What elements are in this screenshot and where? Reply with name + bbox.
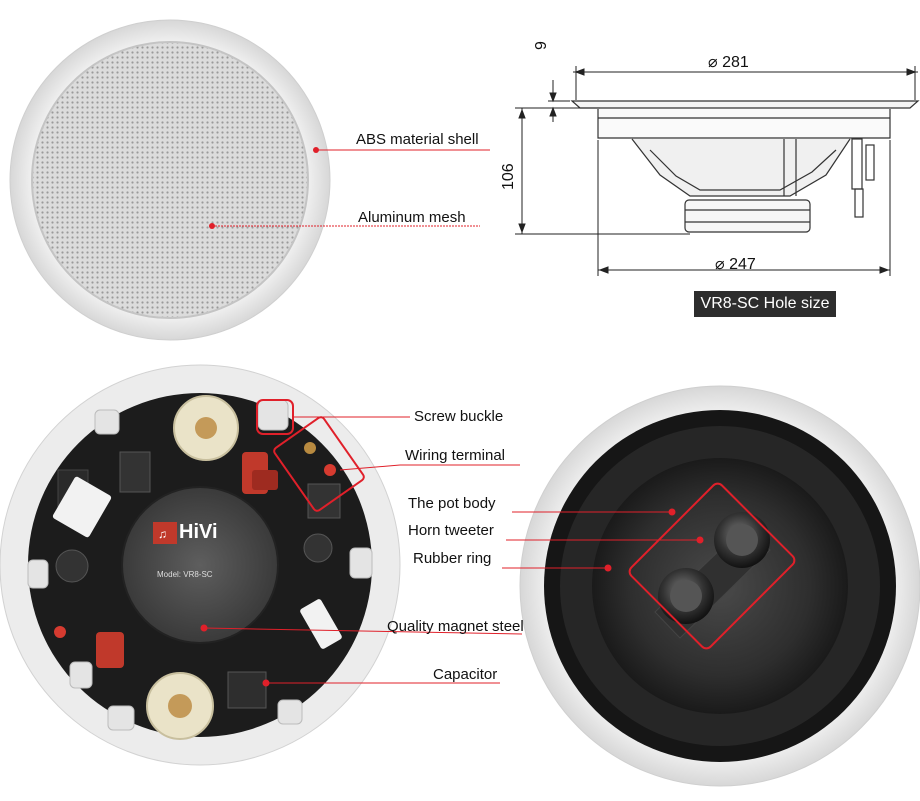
- pot-body-label: The pot body: [408, 495, 496, 512]
- top-width-label: ⌀ 281: [708, 54, 749, 71]
- magnet-label: Quality magnet steel: [387, 618, 524, 635]
- mesh-label: Aluminum mesh: [358, 209, 466, 226]
- horn-tweeter-label: Horn tweeter: [408, 522, 494, 539]
- bottom-width-label: ⌀ 247: [715, 256, 756, 273]
- speaker-back-image: ♫: [0, 364, 401, 766]
- wiring-terminal-label: Wiring terminal: [405, 447, 506, 464]
- model-text: Model: VR8-SC: [157, 570, 213, 579]
- brand-logo: HiVi: [179, 521, 218, 543]
- side-profile-drawing: [570, 100, 920, 233]
- screw-buckle-label: Screw buckle: [414, 408, 504, 425]
- hole-size-caption: VR8-SC Hole size: [694, 291, 836, 317]
- svg-text:♫: ♫: [158, 527, 167, 541]
- depth-label: 106: [500, 163, 517, 190]
- shell-callout: [313, 147, 490, 153]
- bottom-left-callouts: [200, 416, 523, 687]
- bottom-right-callouts: [502, 508, 704, 572]
- capacitor-label: Capacitor: [433, 666, 498, 683]
- dimension-lines: [515, 66, 918, 276]
- flange-thickness-label: 9: [533, 41, 550, 50]
- mesh-callout: [209, 223, 480, 229]
- rubber-ring-label: Rubber ring: [413, 550, 492, 567]
- grille-speaker-image: [9, 19, 331, 341]
- shell-label: ABS material shell: [356, 131, 479, 148]
- speaker-front-image: [519, 385, 920, 787]
